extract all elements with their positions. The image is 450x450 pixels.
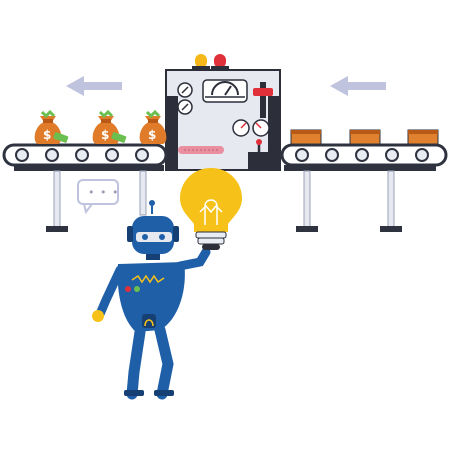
money-bag-icon: $ (34, 109, 69, 144)
factory-machine (165, 69, 281, 171)
gauge-icon (252, 119, 270, 137)
lever-icon (253, 82, 273, 118)
robot (92, 200, 211, 400)
cardboard-box-icon (290, 129, 322, 145)
left-arrow-icon (330, 76, 386, 96)
left-arrow-icon (66, 76, 122, 96)
conveyor-belt-right (280, 143, 448, 171)
speech-bubble-text: • • • (88, 186, 119, 199)
money-bag-label: $ (148, 128, 156, 142)
joystick-icon (248, 139, 270, 170)
conveyor-leg (296, 170, 318, 232)
warning-lamp-icon (192, 54, 210, 71)
warning-lamp-icon (211, 54, 229, 71)
conveyor-leg (46, 170, 68, 232)
money-bag-label: $ (101, 128, 109, 142)
light-bulb-icon (180, 168, 242, 250)
gauge-icon (177, 99, 193, 115)
conveyor-belt-left (2, 143, 168, 171)
money-bag-label: $ (43, 128, 51, 142)
money-bag-icon: $ (92, 109, 127, 144)
cardboard-box-icon (407, 129, 439, 145)
money-bag-icon: $ (139, 109, 167, 144)
cardboard-box-icon (349, 129, 381, 145)
conveyor-leg (380, 170, 402, 232)
gauge-icon (205, 81, 245, 98)
gauge-icon (232, 119, 250, 137)
machine-leg (139, 170, 147, 216)
speech-bubble-icon: • • • (77, 179, 119, 215)
gauge-icon (177, 82, 193, 98)
